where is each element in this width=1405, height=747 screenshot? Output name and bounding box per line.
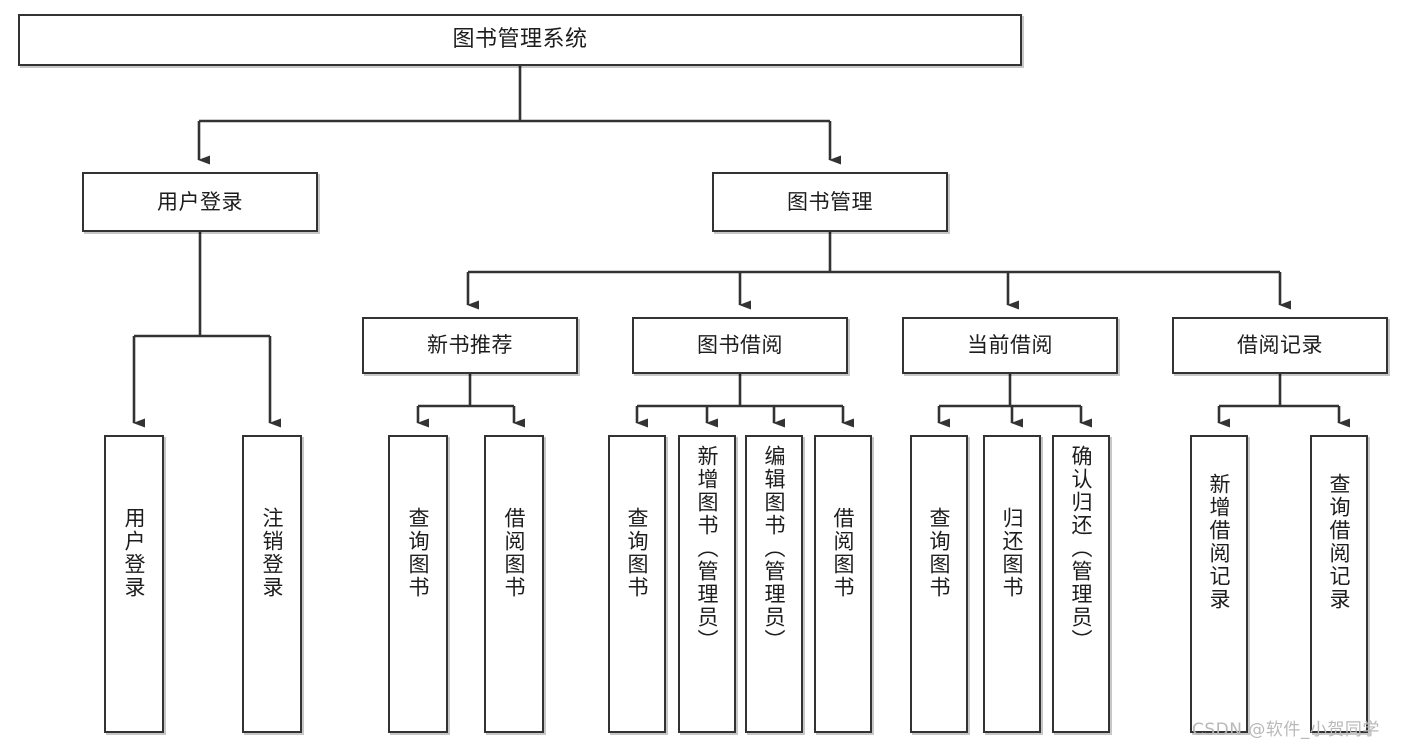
leaf-confirm-return-label: 确认归还（管理员） xyxy=(1069,445,1094,652)
node-root-label: 图书管理系统 xyxy=(452,27,588,53)
leaf-borrow-book-1-label: 借阅图书 xyxy=(502,507,527,599)
leaf-add-record-label: 新增借阅记录 xyxy=(1207,473,1232,611)
leaf-query-book-2-label: 查询图书 xyxy=(625,507,650,599)
leaf-user-login-label: 用户登录 xyxy=(122,507,147,599)
leaf-user-logout-label: 注销登录 xyxy=(260,507,285,599)
leaf-add-record[interactable]: 新增借阅记录 xyxy=(1190,435,1248,733)
csdn-watermark: CSDN @软件_小贺同学 xyxy=(1192,720,1380,740)
leaf-borrow-book-2[interactable]: 借阅图书 xyxy=(814,435,872,733)
node-user-login-label: 用户登录 xyxy=(157,189,243,214)
leaf-borrow-book-1[interactable]: 借阅图书 xyxy=(484,435,544,733)
node-root[interactable]: 图书管理系统 xyxy=(18,14,1022,66)
leaf-query-book-1[interactable]: 查询图书 xyxy=(388,435,448,733)
node-borrow-record-label: 借阅记录 xyxy=(1237,333,1323,358)
leaf-query-book-1-label: 查询图书 xyxy=(406,507,431,599)
node-book-manage-label: 图书管理 xyxy=(787,189,873,214)
leaf-add-book-label: 新增图书（管理员） xyxy=(695,445,720,652)
node-new-book-rec[interactable]: 新书推荐 xyxy=(362,317,578,374)
leaf-borrow-book-2-label: 借阅图书 xyxy=(831,507,856,599)
node-new-book-rec-label: 新书推荐 xyxy=(427,333,513,358)
leaf-query-record[interactable]: 查询借阅记录 xyxy=(1310,435,1368,733)
leaf-edit-book[interactable]: 编辑图书（管理员） xyxy=(745,435,803,733)
leaf-query-record-label: 查询借阅记录 xyxy=(1327,473,1352,611)
node-book-borrow-label: 图书借阅 xyxy=(697,333,783,358)
node-borrow-record[interactable]: 借阅记录 xyxy=(1172,317,1388,374)
leaf-edit-book-label: 编辑图书（管理员） xyxy=(762,445,787,652)
leaf-query-book-3[interactable]: 查询图书 xyxy=(910,435,968,733)
node-book-borrow[interactable]: 图书借阅 xyxy=(632,317,848,374)
node-current-borrow-label: 当前借阅 xyxy=(967,333,1053,358)
node-book-manage[interactable]: 图书管理 xyxy=(712,172,948,232)
leaf-user-logout[interactable]: 注销登录 xyxy=(242,435,302,733)
leaf-user-login[interactable]: 用户登录 xyxy=(104,435,164,733)
leaf-return-book-label: 归还图书 xyxy=(1000,507,1025,599)
node-user-login[interactable]: 用户登录 xyxy=(82,172,318,232)
node-current-borrow[interactable]: 当前借阅 xyxy=(902,317,1118,374)
leaf-query-book-2[interactable]: 查询图书 xyxy=(608,435,666,733)
leaf-confirm-return[interactable]: 确认归还（管理员） xyxy=(1052,435,1110,733)
leaf-return-book[interactable]: 归还图书 xyxy=(983,435,1041,733)
leaf-add-book[interactable]: 新增图书（管理员） xyxy=(678,435,736,733)
leaf-query-book-3-label: 查询图书 xyxy=(927,507,952,599)
